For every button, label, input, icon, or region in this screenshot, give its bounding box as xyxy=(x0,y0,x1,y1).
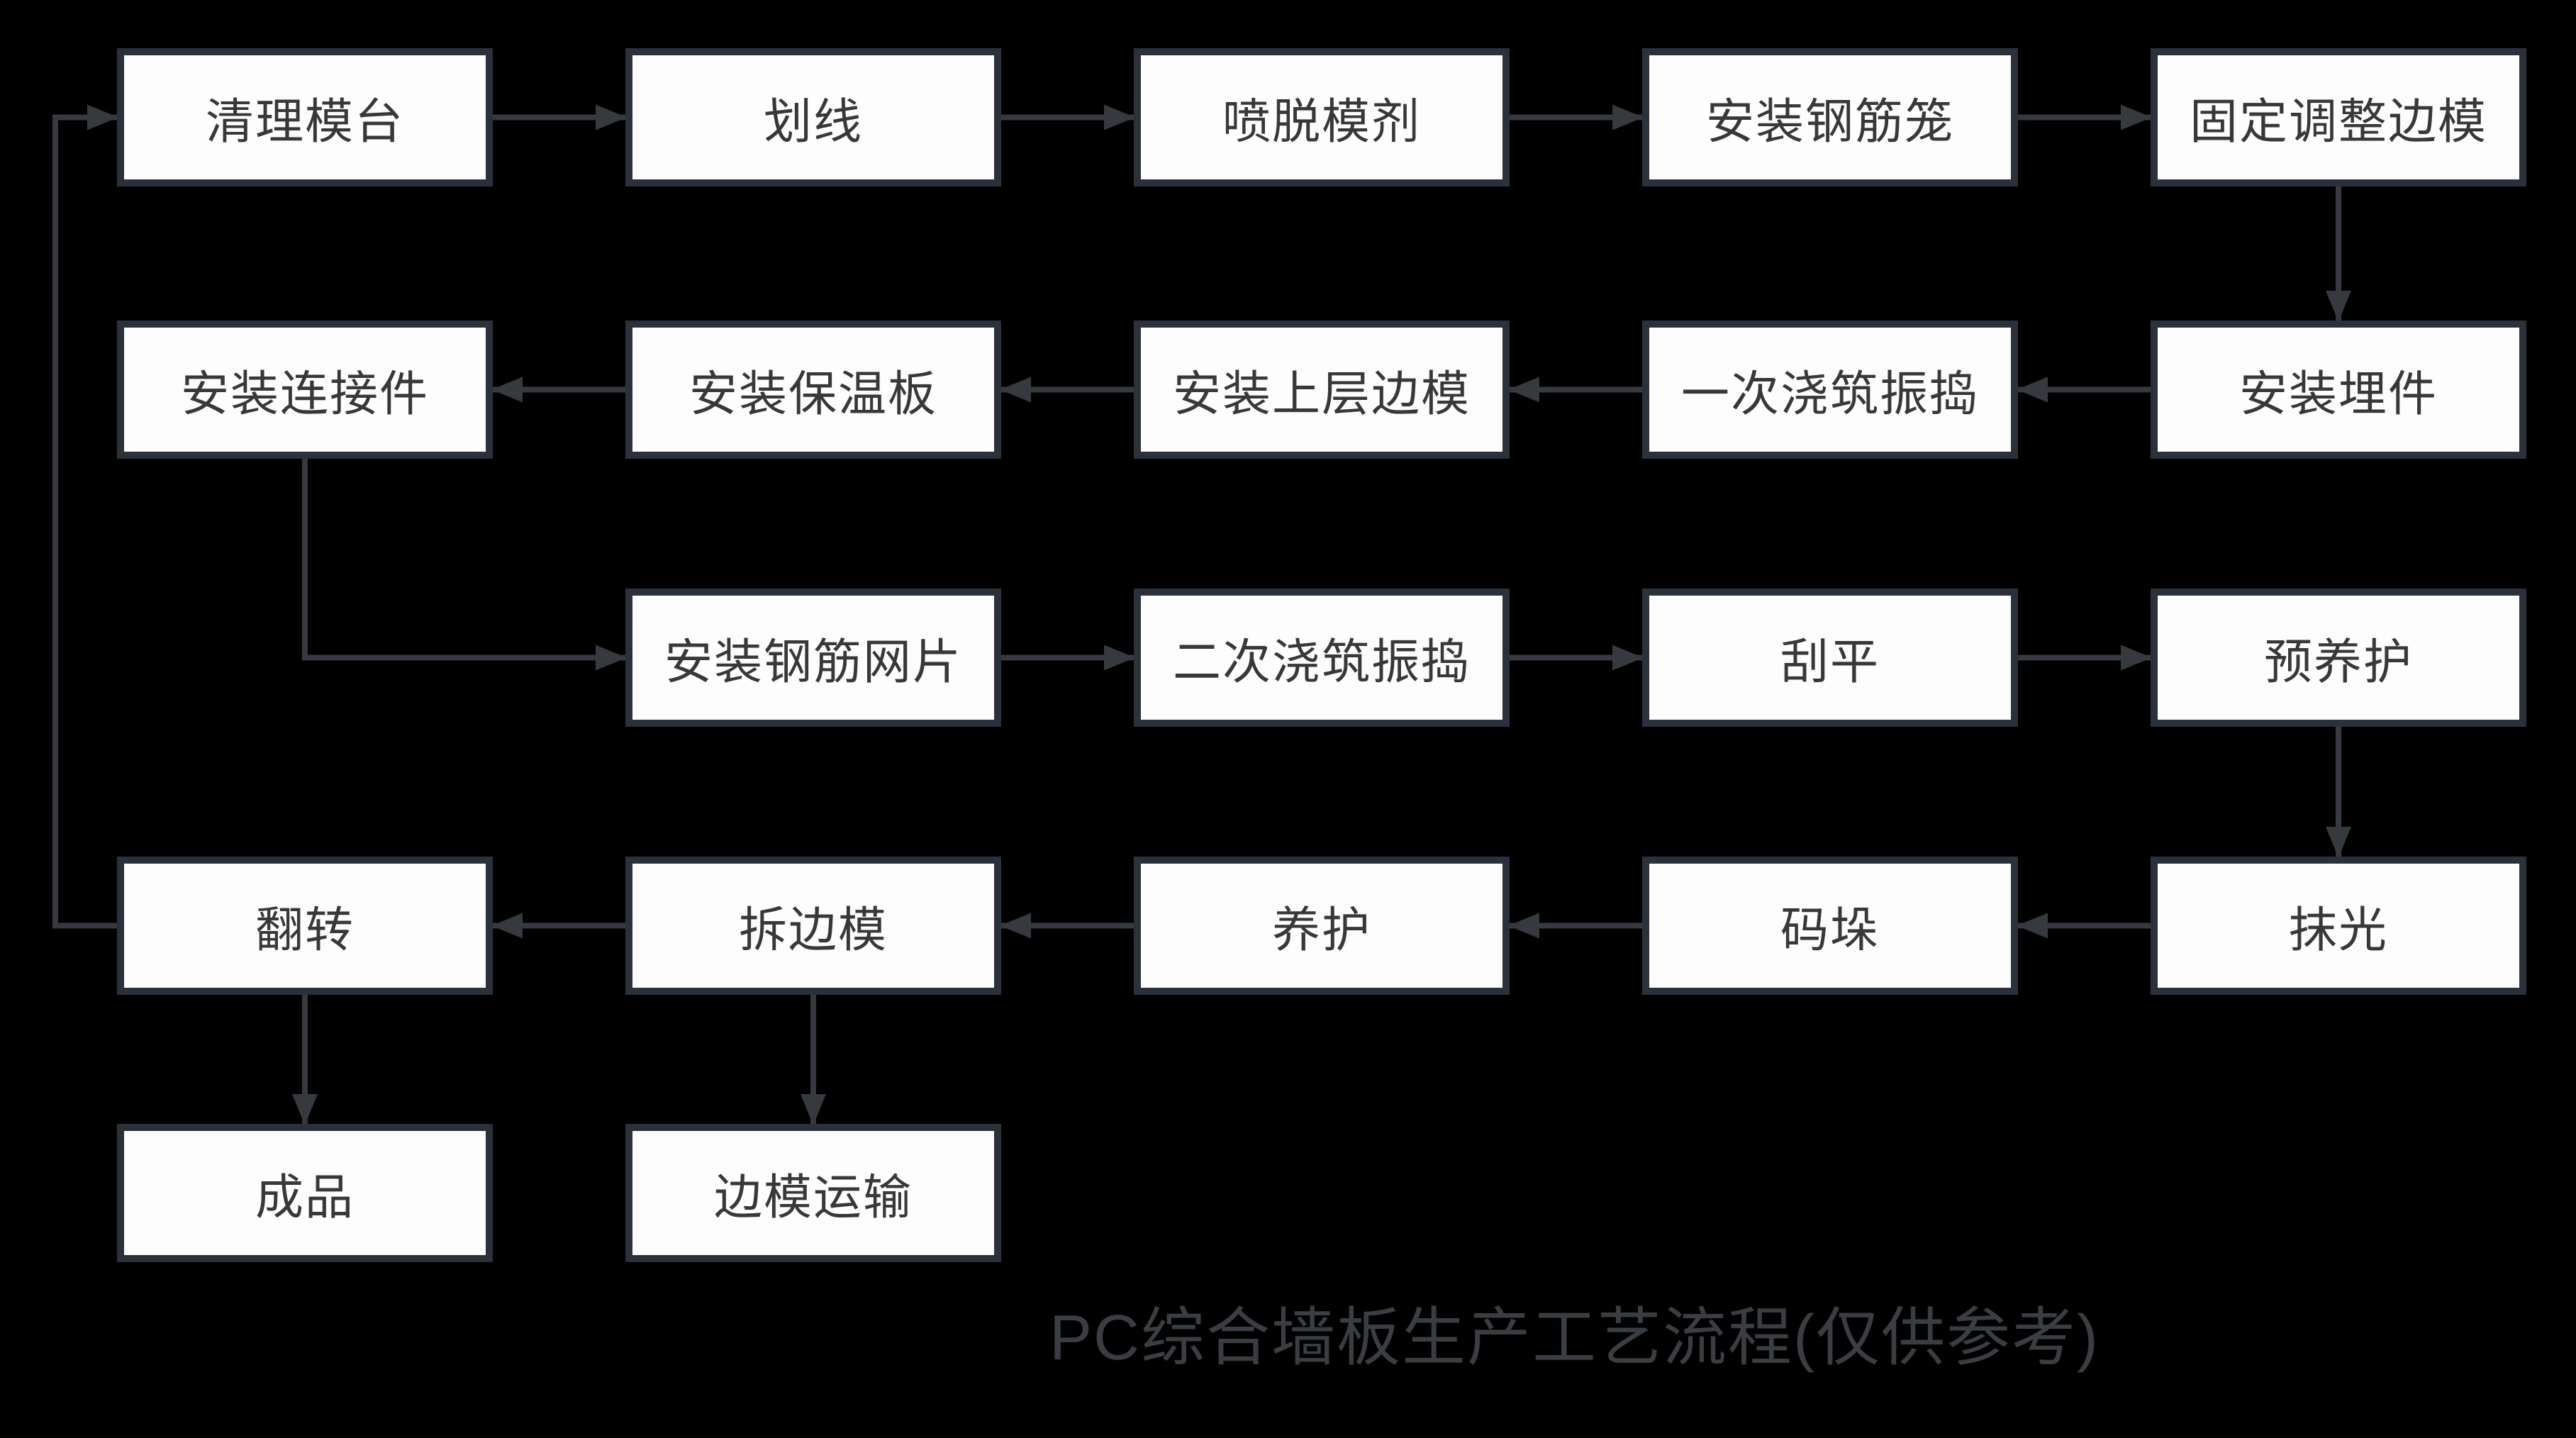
node-finished-product: 成品 xyxy=(117,1124,493,1262)
node-install-insulation-board: 安装保温板 xyxy=(625,321,1001,459)
node-scraping: 刮平 xyxy=(1642,589,2018,727)
node-spray-release-agent: 喷脱模剂 xyxy=(1134,48,1510,186)
node-remove-side-mold: 拆边模 xyxy=(625,857,1001,995)
node-pre-curing: 预养护 xyxy=(2151,589,2526,727)
node-first-pour-vibrate: 一次浇筑振捣 xyxy=(1642,321,2018,459)
edge-flip-clean-mold-table xyxy=(52,104,118,929)
node-side-mold-transport: 边模运输 xyxy=(625,1124,1001,1262)
node-install-embedded-parts: 安装埋件 xyxy=(2151,321,2526,459)
diagram-title: PC综合墙板生产工艺流程(仅供参考) xyxy=(1049,1303,2100,1373)
node-fix-adjust-side-mold: 固定调整边模 xyxy=(2151,48,2526,186)
node-marking: 划线 xyxy=(625,48,1001,186)
node-clean-mold-table: 清理模台 xyxy=(117,48,493,186)
edge-install-connectors-install-rebar-mesh xyxy=(302,459,627,671)
node-install-rebar-cage: 安装钢筋笼 xyxy=(1642,48,2018,186)
node-trowel-finish: 抹光 xyxy=(2151,857,2526,995)
node-flip: 翻转 xyxy=(117,857,493,995)
node-install-upper-side-mold: 安装上层边模 xyxy=(1134,321,1510,459)
node-second-pour-vibrate: 二次浇筑振捣 xyxy=(1134,589,1510,727)
node-install-rebar-mesh: 安装钢筋网片 xyxy=(625,589,1001,727)
node-stacking: 码垛 xyxy=(1642,857,2018,995)
node-install-connectors: 安装连接件 xyxy=(117,321,493,459)
node-curing: 养护 xyxy=(1134,857,1510,995)
